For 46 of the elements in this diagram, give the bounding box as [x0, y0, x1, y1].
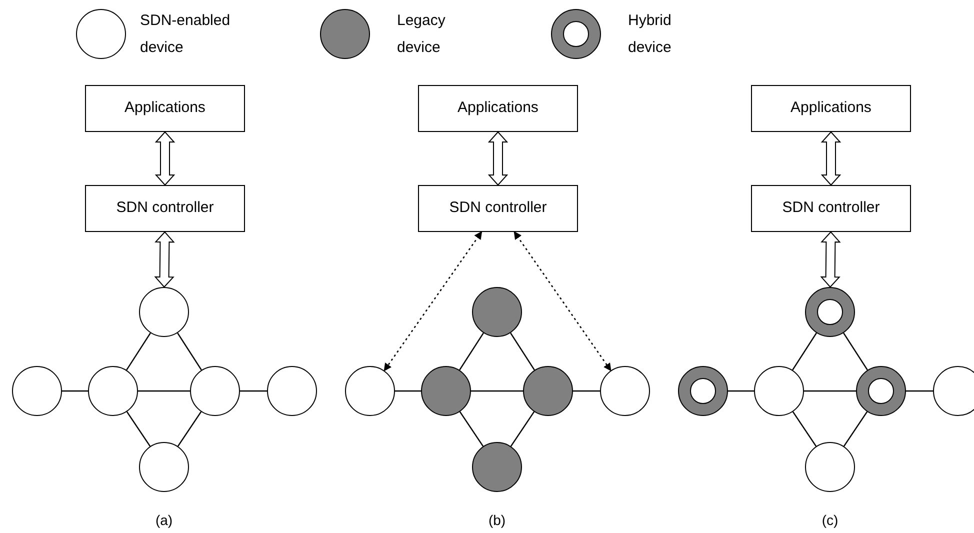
box-label: Applications: [458, 98, 538, 118]
link-line: [62, 390, 88, 392]
component-box: [751, 85, 911, 132]
box-label: Applications: [790, 98, 872, 118]
link-line: [792, 332, 817, 370]
link-line: [843, 411, 868, 447]
dotted-arrow: [384, 231, 482, 372]
link-line: [177, 332, 202, 370]
link-line: [510, 411, 535, 447]
component-box: [751, 185, 911, 232]
link-line: [126, 411, 151, 447]
link-line: [459, 411, 484, 447]
link-line: [906, 390, 933, 392]
legend-text: Hybrid device: [628, 11, 672, 58]
link-line: [138, 390, 190, 392]
panel-label: (b): [488, 511, 506, 530]
link-line: [573, 390, 600, 392]
link-line: [126, 332, 151, 370]
link-line: [177, 411, 202, 447]
double-arrow: [154, 131, 176, 186]
dotted-arrow: [514, 231, 612, 372]
panel-label: (c): [822, 511, 838, 530]
component-box: [418, 185, 578, 232]
link-line: [240, 390, 267, 392]
double-arrow: [820, 131, 842, 186]
link-line: [510, 332, 535, 370]
link-line: [728, 390, 754, 392]
box-label: Applications: [124, 98, 206, 118]
box-label: SDN controller: [449, 198, 547, 218]
double-arrow: [154, 231, 175, 288]
link-line: [395, 390, 421, 392]
link-line: [792, 411, 817, 447]
legend-text: Legacy device: [397, 11, 446, 58]
component-box: [85, 185, 245, 232]
legend-text: SDN-enabled device: [140, 11, 232, 58]
double-arrow: [488, 131, 508, 186]
link-line: [459, 332, 484, 370]
link-line: [843, 332, 868, 370]
component-box: [418, 85, 578, 132]
box-label: SDN controller: [116, 198, 214, 218]
link-line: [804, 390, 856, 392]
link-line: [471, 390, 523, 392]
component-box: [85, 85, 245, 132]
box-label: SDN controller: [782, 198, 880, 218]
panel-label: (a): [155, 511, 173, 530]
double-arrow: [820, 231, 841, 288]
